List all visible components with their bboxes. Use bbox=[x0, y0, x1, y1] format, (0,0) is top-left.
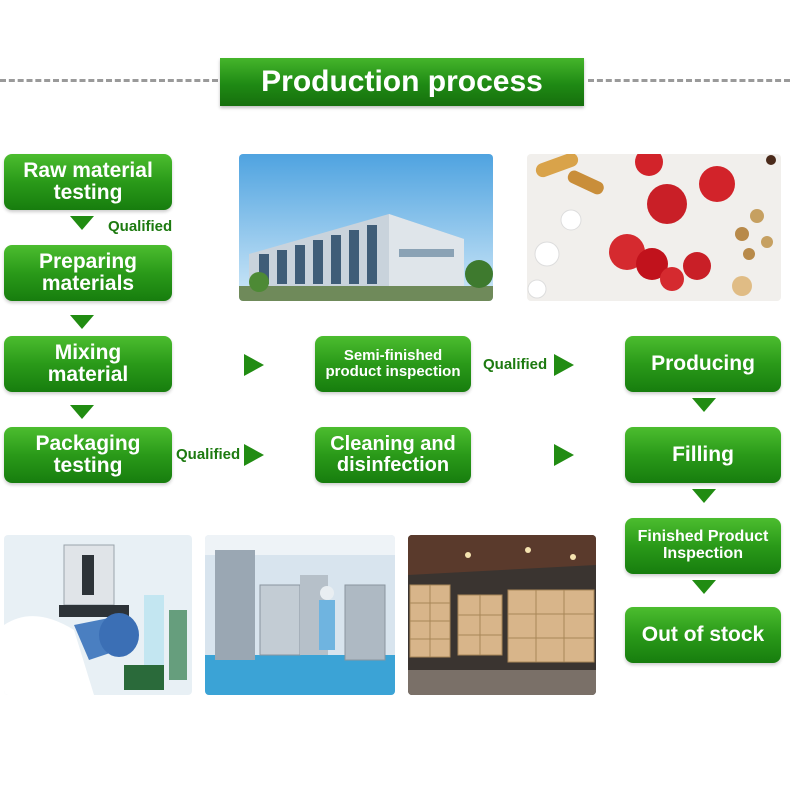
step-preparing-materials: Preparing materials bbox=[4, 245, 172, 301]
dashed-divider-right bbox=[588, 79, 790, 82]
laboratory-photo bbox=[4, 535, 192, 695]
dashed-divider-left bbox=[0, 79, 218, 82]
cleanroom-photo bbox=[205, 535, 395, 695]
gummies-photo bbox=[527, 154, 781, 301]
step-filling: Filling bbox=[625, 427, 781, 483]
warehouse-photo bbox=[408, 535, 596, 695]
arrow-down-6 bbox=[692, 580, 716, 594]
page-title: Production process bbox=[220, 58, 584, 106]
qualified-label-1: Qualified bbox=[108, 218, 173, 235]
step-packaging-testing: Packaging testing bbox=[4, 427, 172, 483]
arrow-down-1 bbox=[70, 216, 94, 230]
step-cleaning-disinfection: Cleaning and disinfection bbox=[315, 427, 471, 483]
step-mixing-material: Mixing material bbox=[4, 336, 172, 392]
arrow-right-semi-to-producing bbox=[554, 354, 574, 376]
step-raw-material-testing: Raw material testing bbox=[4, 154, 172, 210]
step-producing: Producing bbox=[625, 336, 781, 392]
arrow-right-cleaning-to-filling bbox=[554, 444, 574, 466]
qualified-label-2: Qualified bbox=[483, 356, 548, 373]
arrow-down-5 bbox=[692, 489, 716, 503]
arrow-down-3 bbox=[70, 405, 94, 419]
step-out-of-stock: Out of stock bbox=[625, 607, 781, 663]
arrow-right-mixing-to-semi bbox=[244, 354, 264, 376]
arrow-right-packaging-to-cleaning bbox=[244, 444, 264, 466]
arrow-down-2 bbox=[70, 315, 94, 329]
step-finished-product-inspection: Finished Product Inspection bbox=[625, 518, 781, 574]
qualified-label-3: Qualified bbox=[176, 446, 241, 463]
factory-building-photo bbox=[239, 154, 493, 301]
arrow-down-4 bbox=[692, 398, 716, 412]
step-semi-finished-inspection: Semi-finished product inspection bbox=[315, 336, 471, 392]
